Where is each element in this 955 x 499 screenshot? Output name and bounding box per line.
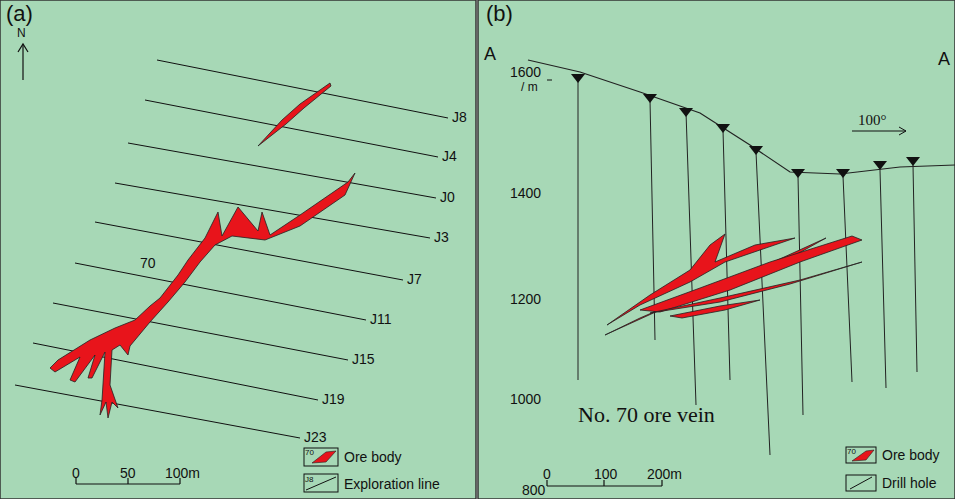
line-label: J0 [440,190,455,204]
line-label: J7 [407,272,422,286]
line-label: J19 [322,392,345,406]
legend-text: Exploration line [344,477,440,491]
direction-label: 100° [858,113,887,128]
scale-number: 0 [72,466,80,480]
icon-number: 70 [847,448,856,456]
axis-unit: / m [521,81,538,93]
axis-number: 1000 [510,392,541,406]
line-label: J4 [442,149,457,163]
line-label: J3 [434,230,449,244]
section-end: A [938,50,950,68]
vein-number: 70 [140,256,156,270]
vein-label: No. 70 ore vein [578,404,715,426]
scale-number: 100m [165,466,200,480]
panel-letter: (a) [6,3,33,25]
line-label: J23 [304,430,327,444]
line-label: J11 [370,312,392,326]
north-label: N [17,27,26,39]
icon-number: 70 [305,449,314,457]
icon-label: J8 [305,476,313,484]
scale-number: 0 [543,467,551,481]
axis-number: 800 [522,483,545,497]
section-end: A [484,45,496,63]
legend-text: Ore body [882,448,940,462]
line-label: J8 [452,110,467,124]
scale-number: 100 [594,467,617,481]
scale-number: 200m [647,467,682,481]
legend-text: Ore body [344,450,402,464]
axis-number: 1200 [510,292,541,306]
legend-text: Drill hole [882,476,936,490]
scale-number: 50 [120,466,136,480]
axis-number: 1400 [510,186,541,200]
panel-letter: (b) [486,3,513,25]
axis-number: 1600 [510,65,541,79]
line-label: J15 [352,352,375,366]
